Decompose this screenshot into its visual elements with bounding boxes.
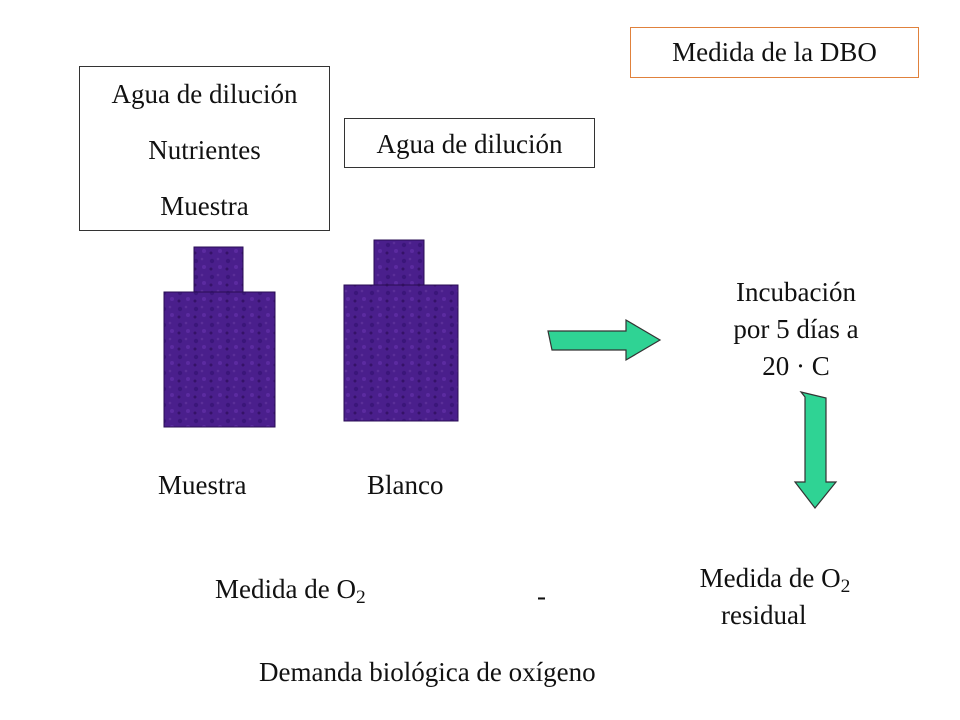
mixture-line-nutrients: Nutrientes bbox=[148, 135, 261, 165]
dilution-water-box: Agua de dilución bbox=[344, 118, 595, 168]
mixture-box: Agua de dilución Nutrientes Muestra bbox=[79, 66, 330, 231]
measure-o2-label: Medida de O2 bbox=[215, 574, 366, 608]
sample-bottle-label: Muestra bbox=[158, 470, 247, 500]
incubation-line-1: Incubación bbox=[736, 277, 856, 307]
title-box: Medida de la DBO bbox=[630, 27, 919, 78]
incubation-line-3: 20 · C bbox=[762, 351, 830, 381]
incubation-text: Incubación por 5 días a 20 · C bbox=[710, 274, 882, 385]
down-arrow bbox=[793, 391, 838, 509]
measure-residual-o2: Medida de O2 residual bbox=[675, 560, 875, 634]
measure-residual-subscript: 2 bbox=[840, 575, 851, 597]
incubation-line-2: por 5 días a bbox=[733, 314, 859, 344]
measure-o2-subscript: 2 bbox=[355, 586, 366, 608]
minus-sign: - bbox=[537, 581, 546, 611]
blank-bottle bbox=[343, 239, 459, 422]
measure-residual-line-2: residual bbox=[721, 600, 807, 630]
measure-o2-text: Medida de O bbox=[215, 574, 356, 604]
sample-bottle bbox=[163, 246, 276, 428]
mixture-line-water: Agua de dilución bbox=[111, 79, 298, 109]
mixture-line-sample: Muestra bbox=[160, 191, 249, 221]
diagram-title: Medida de la DBO bbox=[672, 37, 877, 67]
dilution-water-label: Agua de dilución bbox=[376, 129, 563, 159]
right-arrow bbox=[547, 318, 662, 362]
result-text: Demanda biológica de oxígeno bbox=[259, 657, 596, 687]
measure-residual-text: Medida de O bbox=[699, 563, 841, 593]
measure-residual-line-1: Medida de O2 bbox=[675, 560, 875, 597]
blank-bottle-label: Blanco bbox=[367, 470, 444, 500]
